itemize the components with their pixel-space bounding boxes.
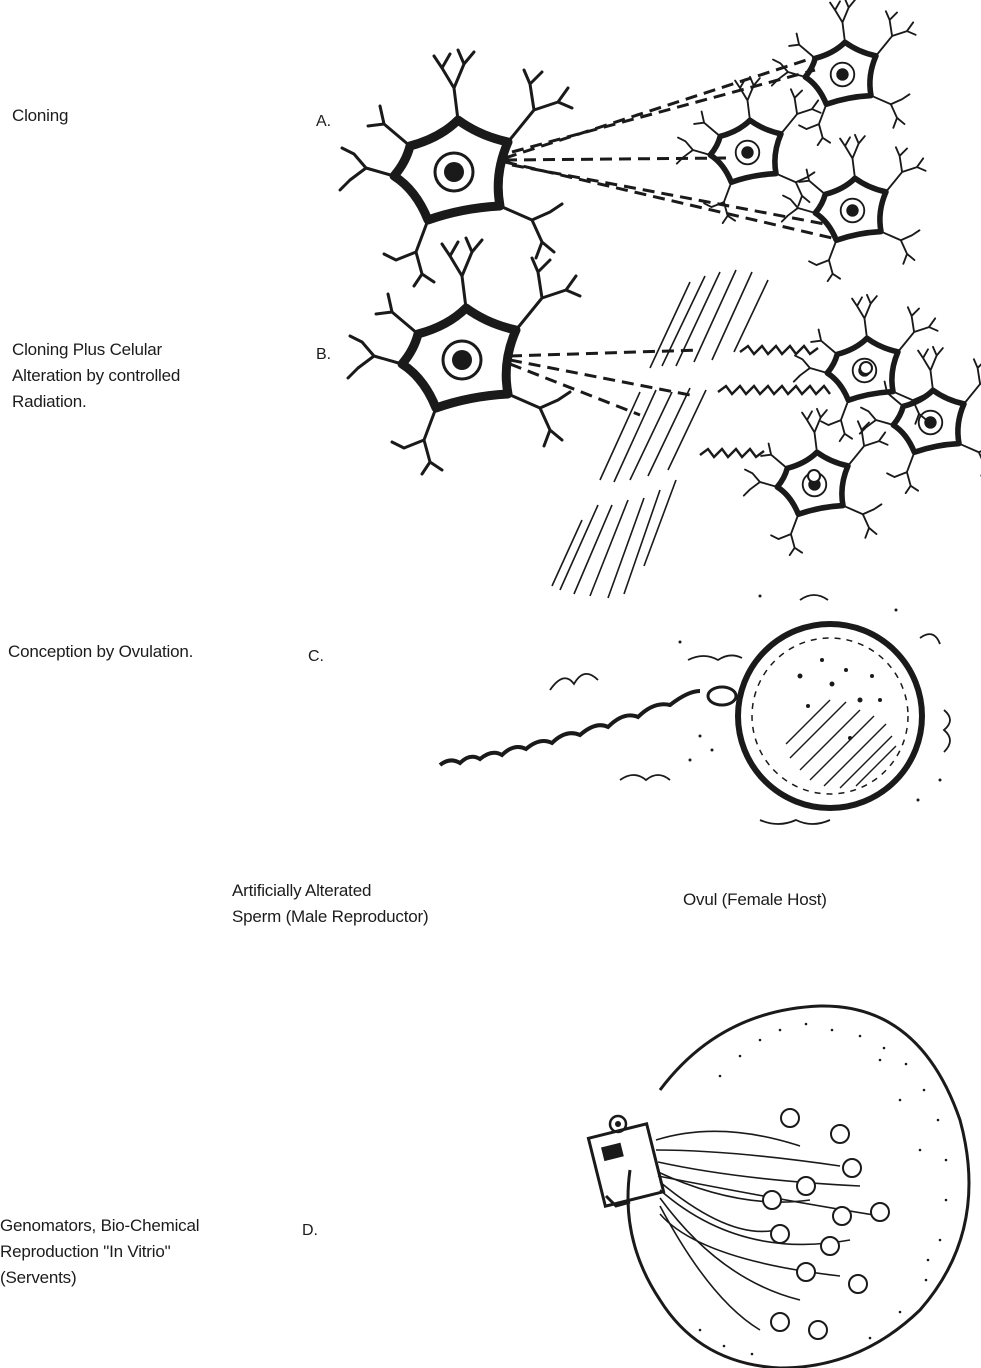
radiation-band — [552, 270, 768, 598]
source-cell-b — [348, 238, 580, 474]
altered-cell-1 — [794, 295, 938, 441]
projection-lines-b — [510, 350, 700, 415]
genomator-device-icon — [588, 1116, 663, 1206]
altered-cell-2 — [860, 347, 981, 493]
sperm-tail — [440, 691, 700, 765]
altered-lines-b — [700, 346, 830, 457]
row-d-in-vitro-figure — [588, 1006, 969, 1368]
row-c-conception-figure — [440, 595, 950, 825]
altered-cell-3 — [744, 409, 888, 555]
embryo-forms — [763, 1109, 889, 1339]
sperm-head — [708, 687, 736, 705]
clone-cell-1 — [772, 0, 916, 145]
clone-cell-2 — [677, 77, 821, 223]
row-a-cloning-figure — [340, 0, 926, 286]
row-b-radiation-figure — [348, 238, 981, 598]
source-cell-a — [340, 50, 572, 286]
clone-cell-3 — [782, 135, 926, 281]
